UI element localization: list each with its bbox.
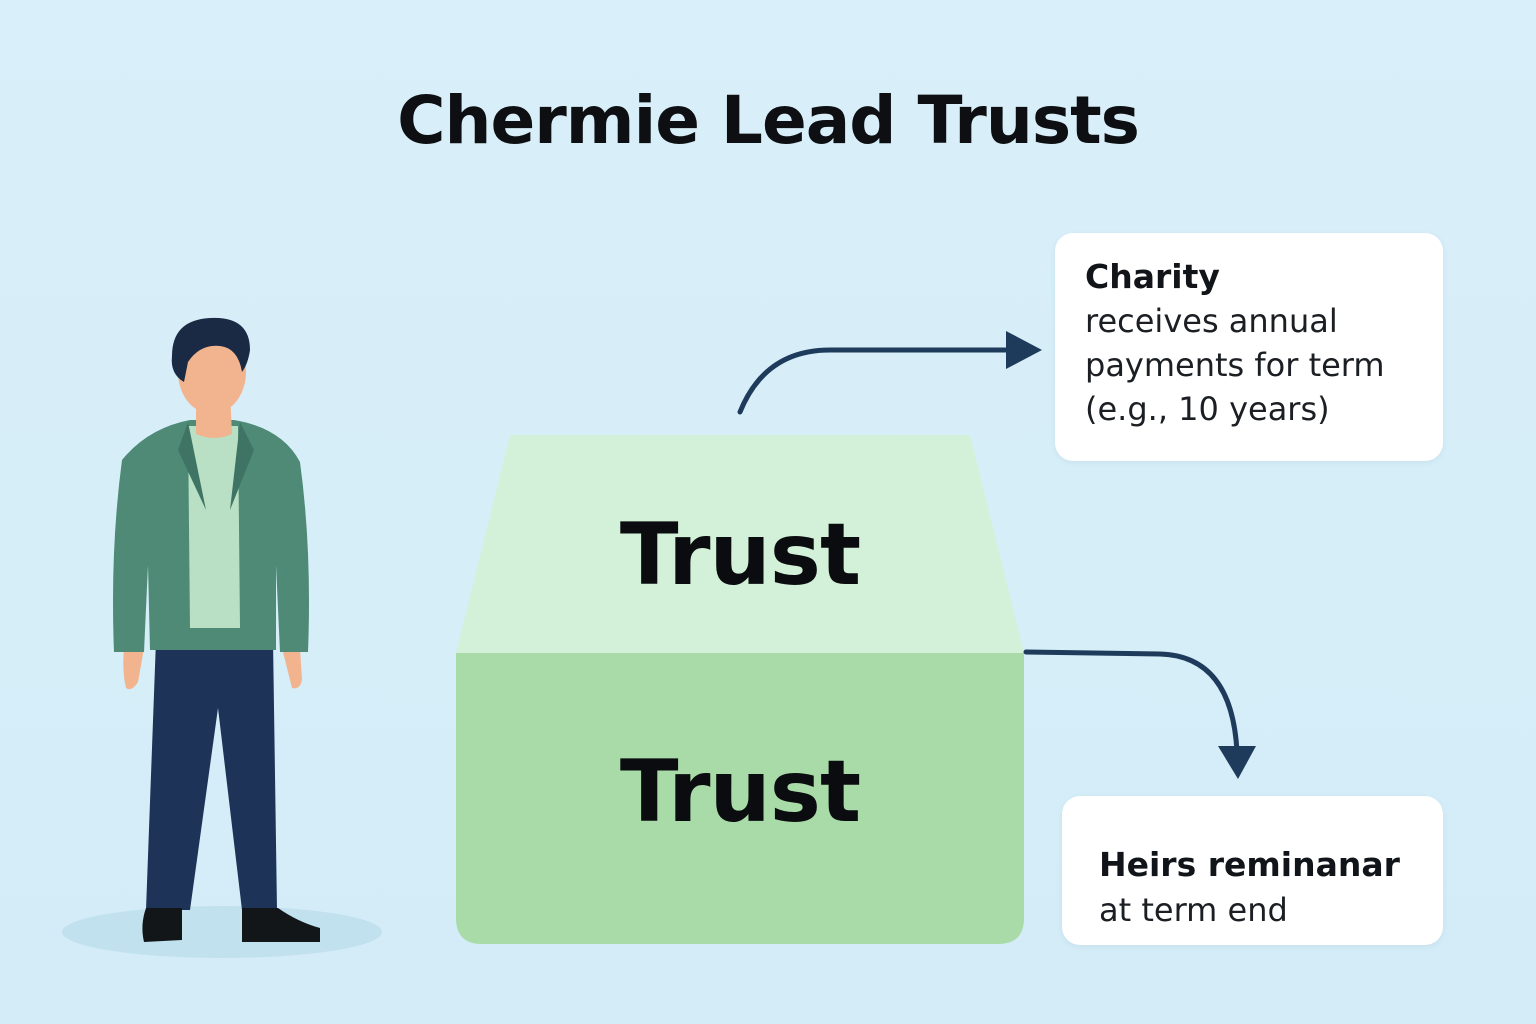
- person-hair: [171, 317, 250, 382]
- curved-arrow-down: [1023, 649, 1240, 755]
- arrow-to-charity-line: [737, 347, 1013, 415]
- arrow-to-charity-head: [1006, 331, 1042, 369]
- person-shoe-right: [242, 908, 320, 942]
- person-lapel-right: [230, 422, 254, 510]
- curved-arrow-right: [737, 347, 1013, 415]
- heirs-card: Heirs reminanar at term end: [1062, 796, 1443, 945]
- heirs-description: at term end: [1099, 891, 1288, 929]
- trust-bottom-segment: [456, 653, 1024, 944]
- trust-top-label: Trust: [619, 505, 861, 605]
- diagram-title: Chermie Lead Trusts: [397, 82, 1140, 159]
- trust-bottom-label: Trust: [619, 742, 861, 842]
- person-shoe-left: [142, 908, 182, 942]
- charity-line-2: payments for term: [1085, 346, 1385, 384]
- charity-card: Charity receives annual payments for ter…: [1055, 233, 1443, 461]
- charity-description: receives annual payments for term (e.g.,…: [1085, 299, 1385, 431]
- person-pants: [146, 640, 277, 910]
- charity-line-3: (e.g., 10 years): [1085, 390, 1330, 428]
- trust-block: [450, 430, 1030, 950]
- charity-line-1: receives annual: [1085, 302, 1338, 340]
- ground-shadow: [62, 906, 382, 958]
- heirs-heading: Heirs reminanar: [1099, 845, 1400, 884]
- charity-heading: Charity: [1085, 257, 1220, 296]
- arrow-to-heirs-line: [1023, 649, 1240, 755]
- person-shirt: [188, 426, 240, 628]
- person-hand-right: [282, 648, 302, 689]
- person-lapel-left: [178, 422, 206, 510]
- trust-top-segment: [456, 435, 1024, 653]
- person-hand-left: [123, 648, 144, 690]
- arrow-to-heirs-head: [1218, 746, 1256, 779]
- person-illustration: [60, 310, 390, 970]
